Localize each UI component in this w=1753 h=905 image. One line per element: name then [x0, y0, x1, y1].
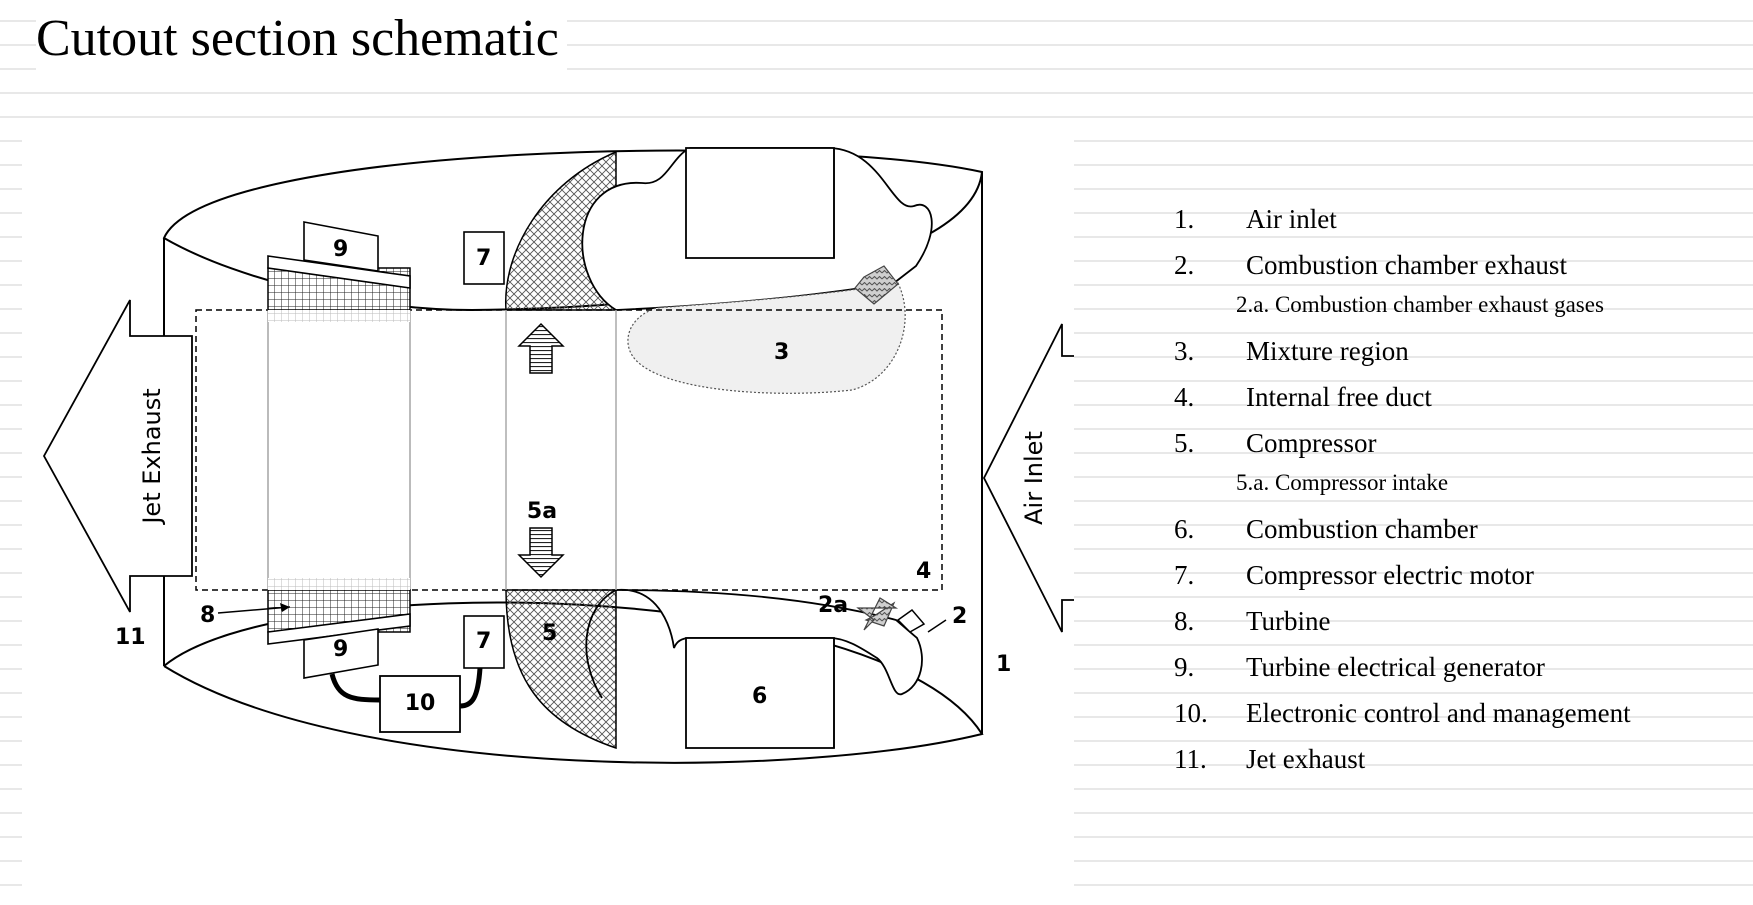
legend-item-number: 3. [1174, 336, 1195, 366]
legend-subitem-text: 2.a. Combustion chamber exhaust gases [1236, 292, 1604, 317]
legend-item: 5. Compressor [1168, 420, 1748, 466]
label-8: 8 [200, 603, 215, 628]
legend-item: 7. Compressor electric motor [1168, 552, 1748, 598]
legend-item-label: Combustion chamber exhaust [1246, 250, 1567, 280]
legend-item: 1. Air inlet [1168, 196, 1748, 242]
label-6: 6 [752, 684, 767, 709]
legend-item-number: 2. [1174, 250, 1195, 280]
label-4: 4 [916, 559, 931, 584]
generator-box-bottom [303, 628, 379, 679]
legend-item-number: 7. [1174, 560, 1195, 590]
label-5: 5 [542, 621, 557, 646]
schematic-diagram: Air Inlet Jet Exhaust 1 2 2a 3 4 5 5a 6 … [22, 138, 1074, 900]
exhaust-gas-arrow-top [854, 265, 899, 305]
legend-item-label: Electronic control and management [1246, 698, 1631, 728]
legend-item: 3. Mixture region [1168, 328, 1748, 374]
legend-item: 2. Combustion chamber exhaust [1168, 242, 1748, 288]
legend-item-label: Compressor electric motor [1246, 560, 1534, 590]
compressor-motor-top [463, 231, 505, 285]
compressor-motor-bottom [463, 615, 505, 669]
label-5a: 5a [527, 499, 557, 524]
label-3: 3 [774, 340, 789, 365]
legend-item: 8. Turbine [1168, 598, 1748, 644]
label-2: 2 [952, 604, 967, 629]
air-inlet-label: Air Inlet [1020, 431, 1048, 525]
legend-item-label: Mixture region [1246, 336, 1409, 366]
legend-subitem: 5.a. Compressor intake [1168, 466, 1748, 506]
label-9-bottom: 9 [333, 637, 348, 662]
legend-item-label: Compressor [1246, 428, 1377, 458]
label-1: 1 [996, 652, 1011, 677]
combustion-block-bottom [685, 637, 835, 749]
legend-subitem: 2.a. Combustion chamber exhaust gases [1168, 288, 1748, 328]
label-7-bottom: 7 [476, 629, 491, 654]
jet-exhaust-arrow [42, 299, 193, 613]
air-inlet-arrow [982, 323, 1074, 633]
legend-item: 10. Electronic control and management [1168, 690, 1748, 736]
legend-item-label: Internal free duct [1246, 382, 1432, 412]
legend-item-number: 1. [1174, 204, 1195, 234]
label-10: 10 [405, 691, 436, 716]
legend-item-number: 9. [1174, 652, 1195, 682]
label-8-leader [217, 606, 291, 614]
legend-item-label: Turbine [1246, 606, 1331, 636]
control-cable-right [459, 667, 483, 709]
generator-box-top [303, 221, 379, 272]
legend-item: 11. Jet exhaust [1168, 736, 1748, 782]
legend-item: 4. Internal free duct [1168, 374, 1748, 420]
legend-item-number: 8. [1174, 606, 1195, 636]
combustion-exhaust-nozzle [896, 608, 926, 633]
label-2-leader [927, 619, 947, 633]
jet-exhaust-label: Jet Exhaust [138, 388, 166, 525]
label-9-top: 9 [333, 237, 348, 262]
legend-item: 9. Turbine electrical generator [1168, 644, 1748, 690]
legend-item-number: 5. [1174, 428, 1195, 458]
legend-item-number: 11. [1174, 744, 1207, 774]
turbine-inner-band [267, 309, 411, 591]
legend-subitem-text: 5.a. Compressor intake [1236, 470, 1449, 495]
label-2a: 2a [818, 593, 848, 618]
legend-item-label: Air inlet [1246, 204, 1337, 234]
slide-title: Cutout section schematic [36, 8, 567, 75]
combustion-block-top [685, 147, 835, 259]
label-11: 11 [115, 625, 146, 650]
legend-item-label: Jet exhaust [1246, 744, 1366, 774]
combustion-chamber-bottom [615, 589, 923, 695]
compressor-intake-arrow-up [517, 322, 565, 374]
electronic-control-box [379, 675, 461, 733]
label-7-top: 7 [476, 246, 491, 271]
legend-item-label: Combustion chamber [1246, 514, 1478, 544]
legend-item-number: 4. [1174, 382, 1195, 412]
schematic-svg: Air Inlet Jet Exhaust 1 2 2a 3 4 5 5a 6 … [42, 147, 1074, 764]
generator-rail-bottom [267, 613, 411, 645]
legend-item-number: 6. [1174, 514, 1195, 544]
legend-item-number: 10. [1174, 698, 1208, 728]
legend-item: 6. Combustion chamber [1168, 506, 1748, 552]
legend-item-label: Turbine electrical generator [1246, 652, 1545, 682]
control-cable-left [329, 673, 381, 703]
compressor-intake-arrow-down [517, 527, 565, 579]
internal-free-duct [195, 309, 943, 591]
